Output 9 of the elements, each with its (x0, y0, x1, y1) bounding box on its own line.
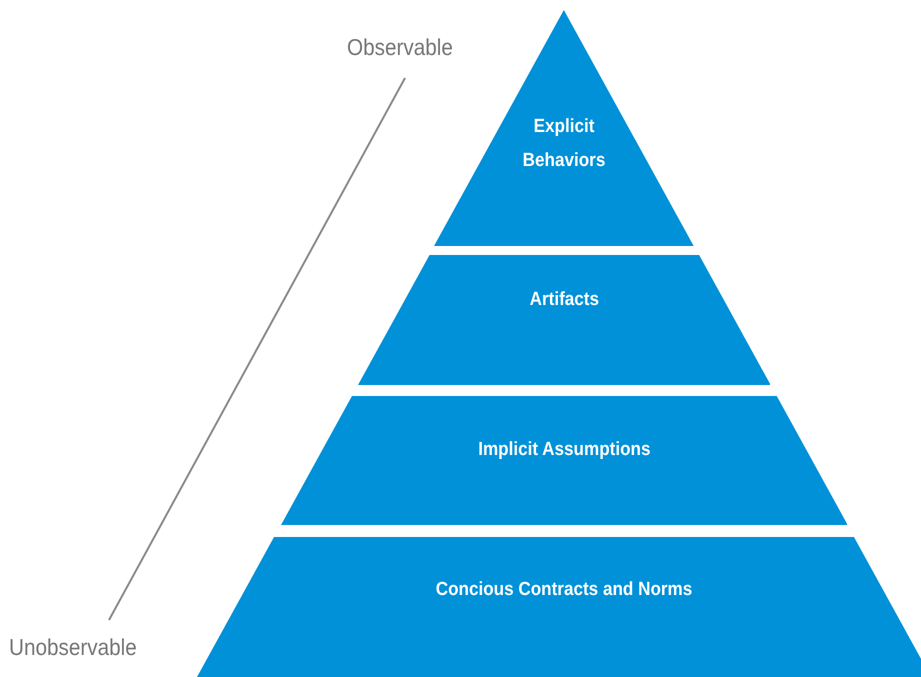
pyramid-tier (197, 537, 921, 677)
pyramid-tier (280, 396, 848, 525)
pyramid-tier (358, 255, 770, 385)
scale-end-label: Observable (347, 34, 453, 61)
tier-label: Artifacts (528, 288, 600, 312)
tier-label: Explicit Behaviors (522, 115, 606, 173)
tier-label: Implicit Assumptions (476, 438, 652, 462)
tier-label: Concious Contracts and Norms (434, 578, 694, 602)
scale-end-label: Unobservable (9, 634, 137, 661)
